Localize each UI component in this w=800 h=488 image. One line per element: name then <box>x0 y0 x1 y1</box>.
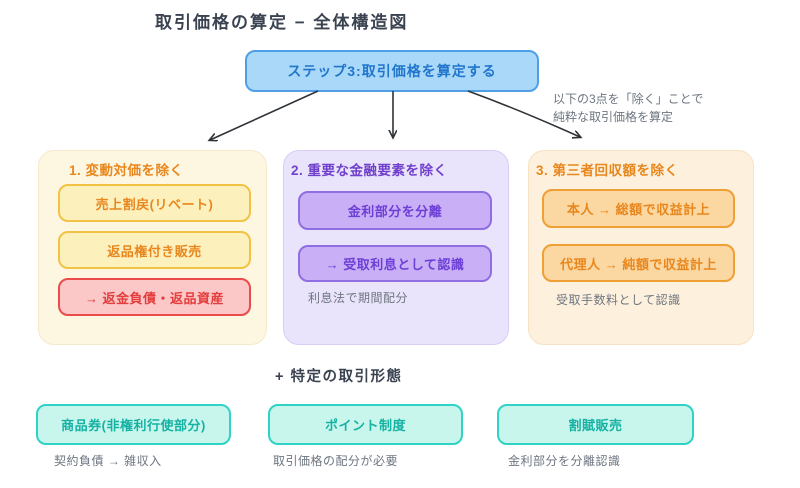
section-third-party-collection: 3. 第三者回収額を除く 本人 → 総額で収益計上 代理人 → 純額で収益計上 … <box>528 150 754 345</box>
node-principal: 本人 → 総額で収益計上 <box>542 189 735 228</box>
node-agent-label: 代理人 → 純額で収益計上 <box>560 256 717 272</box>
node-separate-interest: 金利部分を分離 <box>298 191 492 230</box>
node-refund-liability: → 返金負債・返品資産 <box>58 278 251 316</box>
node-rebate-label: 売上割戻(リベート) <box>95 196 214 212</box>
node-point-program-label: ポイント制度 <box>324 418 406 433</box>
node-refund-liability-label: → 返金負債・返品資産 <box>84 290 225 306</box>
section-financing-component: 2. 重要な金融要素を除く 金利部分を分離 → 受取利息として認識 利息法で期間… <box>283 150 509 345</box>
node-installment-sales: 割賦販売 <box>497 404 694 445</box>
section3-title: 3. 第三者回収額を除く <box>536 163 679 178</box>
step3-label: ステップ3:取引価格を算定する <box>287 63 497 79</box>
step3-node: ステップ3:取引価格を算定する <box>245 50 539 92</box>
caption-installment-sales: 金利部分を分離認識 <box>508 454 621 468</box>
node-interest-income: → 受取利息として認識 <box>298 245 492 282</box>
node-return-right-sales-label: 返品権付き販売 <box>107 243 202 259</box>
arrow-step-to-section1 <box>210 90 319 140</box>
page-title: 取引価格の算定 − 全体構造図 <box>155 13 409 32</box>
node-agent: 代理人 → 純額で収益計上 <box>542 244 735 282</box>
annotation-line-2: 純粋な取引価格を算定 <box>553 110 674 124</box>
annotation-text: 以下の3点を「除く」ことで 純粋な取引価格を算定 <box>553 90 703 126</box>
node-principal-label: 本人 → 総額で収益計上 <box>566 202 711 217</box>
caption-point-program: 取引価格の配分が必要 <box>273 454 399 468</box>
node-interest-income-label: → 受取利息として認識 <box>325 257 465 272</box>
node-gift-certificate: 商品券(非権利行使部分) <box>36 404 231 445</box>
section1-title: 1. 変動対価を除く <box>69 163 184 178</box>
section3-note: 受取手数料として認識 <box>556 293 681 307</box>
node-installment-sales-label: 割賦販売 <box>568 418 623 433</box>
node-point-program: ポイント制度 <box>268 404 463 445</box>
node-separate-interest-label: 金利部分を分離 <box>347 204 443 219</box>
special-heading: + 特定の取引形態 <box>275 369 403 385</box>
section-variable-consideration: 1. 変動対価を除く 売上割戻(リベート) 返品権付き販売 → 返金負債・返品資… <box>38 150 267 345</box>
caption-gift-certificate: 契約負債 → 雑収入 <box>54 454 162 468</box>
node-gift-certificate-label: 商品券(非権利行使部分) <box>61 418 206 433</box>
node-rebate: 売上割戻(リベート) <box>58 184 251 222</box>
annotation-line-1: 以下の3点を「除く」ことで <box>553 92 704 106</box>
node-return-right-sales: 返品権付き販売 <box>58 231 251 269</box>
section2-title: 2. 重要な金融要素を除く <box>291 163 448 178</box>
section2-note: 利息法で期間配分 <box>308 291 409 305</box>
